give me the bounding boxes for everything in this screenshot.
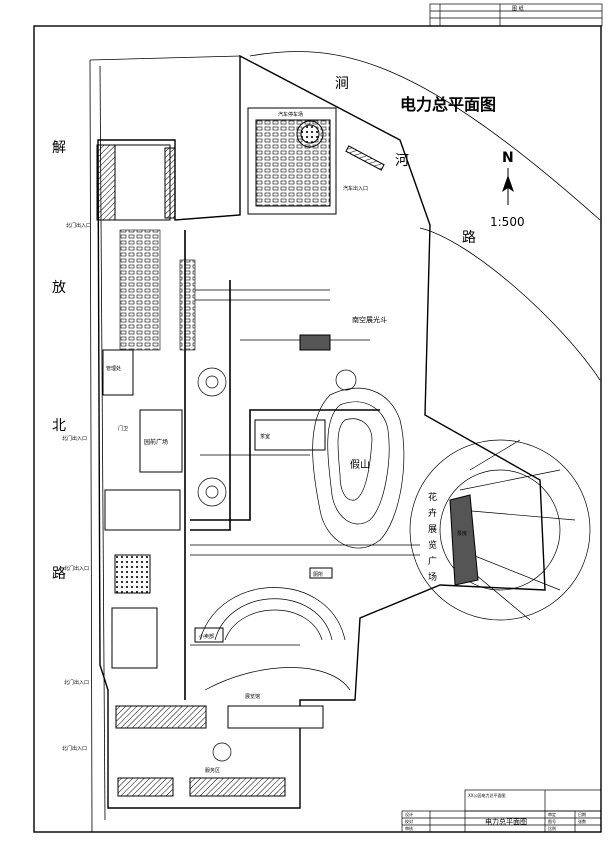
svg-text:审核: 审核 [405,825,413,831]
svg-text:校对: 校对 [405,818,413,824]
site-boundary [97,54,546,809]
cable-network [184,230,420,700]
svg-text:设计: 设计 [405,811,413,817]
title-block-project: XX公园电力总平面图 [468,792,505,798]
title-block: 电力总平面图 XX公园电力总平面图 设计 校对 审核 审定 图号 比例 日期 张… [401,789,602,833]
left-building [96,144,176,221]
street-char: 北 [52,418,66,434]
svg-text:园前广场: 园前广场 [144,438,168,446]
svg-text:茶室: 茶室 [260,433,270,440]
street-char: 放 [52,280,66,296]
rockery: 假山 [312,387,405,549]
small-pavilion [299,334,331,351]
flower-plaza-name: 花 卉 展 览 广 场 [428,491,437,583]
north-arrow: N [502,150,514,205]
entrance-labels: 北门出入口 北门出入口 北门出入口 北门出入口 北门出入口 [62,222,91,752]
main-plaza [139,409,183,473]
plaza-char: 广 [428,555,437,567]
toilet [309,567,333,579]
exhibition-label: 展览馆 [245,693,260,700]
right-roundabout: 泵房 [409,439,591,621]
management-label: 管理处 [106,365,121,372]
parking-grid [114,554,151,594]
parking-rows [119,229,161,351]
shop [194,627,224,643]
service-area-label: 服务区 [205,767,220,774]
title-block-name: 电力总平面图 [485,817,527,826]
bottom-buildings: 展览馆 服务区 [115,693,324,797]
management-building [102,349,134,396]
street-char: 涧 [335,76,349,92]
amphitheatre [199,587,351,691]
svg-text:张数: 张数 [578,818,586,824]
flower-beds [197,367,357,507]
right-street [249,51,601,381]
diagonal-bench [345,145,385,171]
lower-left-building-2 [111,607,158,669]
street-char: 河 [395,153,409,169]
svg-text:北门出入口: 北门出入口 [64,565,89,572]
plaza-char: 览 [428,539,437,551]
pump-label: 泵房 [457,530,467,537]
south-pavilion-label: 南空展光斗 [352,315,387,324]
svg-text:小卖部: 小卖部 [199,633,214,640]
street-char: 路 [52,566,66,582]
scale-label: 1:500 [490,215,525,229]
svg-text:北门出入口: 北门出入口 [64,679,89,686]
svg-text:厕所: 厕所 [313,571,323,578]
svg-text:审定: 审定 [548,811,556,817]
right-street-name: 涧 河 路 [335,76,476,246]
plaza-char: 场 [428,572,437,583]
drawing-frame [33,25,602,833]
svg-text:图号: 图号 [548,818,556,824]
street-char: 路 [462,230,476,246]
street-char: 解 [52,140,66,156]
drawing-title: 电力总平面图 [400,95,496,114]
svg-text:日期: 日期 [578,811,586,817]
svg-text:北门出入口: 北门出入口 [66,222,91,229]
parking-rows-2 [179,259,196,351]
top-title-strip: 图 纸 [429,3,603,27]
car-entry-label: 汽车出入口 [343,185,368,192]
svg-text:北门出入口: 北门出入口 [62,435,87,442]
lower-left-building [104,489,181,531]
svg-text:北门出入口: 北门出入口 [62,745,87,752]
left-street-name: 解 放 北 路 [52,140,66,582]
plaza-char: 花 [428,491,437,503]
top-block-label: 图 纸 [512,5,524,12]
gate-label: 门卫 [118,425,128,432]
svg-text:比例: 比例 [548,825,556,831]
plaza-char: 卉 [428,507,437,519]
svg-text:N: N [502,150,514,166]
bus-parking-label: 汽车停车场 [278,111,303,118]
plaza-char: 展 [428,524,437,535]
svg-text:假山: 假山 [350,458,370,471]
top-stadium: 汽车停车场 [247,107,337,215]
